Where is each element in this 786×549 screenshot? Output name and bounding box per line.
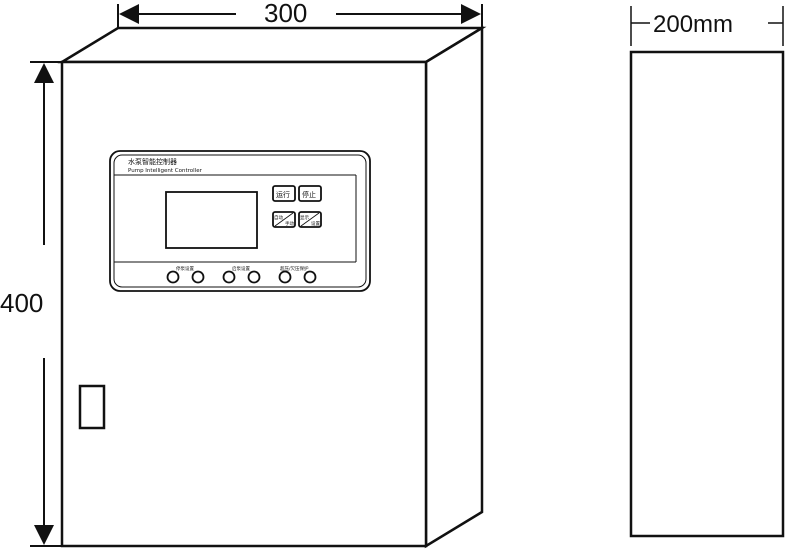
knob-group-label-protect: 超压/欠压保护 (280, 265, 309, 272)
panel-title-cn: 水泵智能控制器 (128, 157, 177, 166)
setting-label: 设置 (311, 220, 320, 227)
width-label: 300 (264, 0, 307, 28)
display-label: 显示 (300, 215, 309, 221)
start-setting-knob-2[interactable] (247, 270, 261, 284)
knob-group-label-start: 启泵设置 (232, 265, 250, 272)
cabinet (57, 25, 487, 549)
auto-manual-button[interactable]: 自动 手动 (272, 211, 296, 228)
depth-label: 200mm (653, 11, 733, 38)
height-dimension (30, 61, 62, 547)
door-handle[interactable] (78, 384, 106, 430)
display-setting-button[interactable]: 显示 设置 (298, 211, 322, 228)
auto-label: 自动 (274, 214, 283, 221)
width-dimension (117, 4, 483, 28)
side-view-box (629, 50, 785, 538)
panel-inner-frame (113, 154, 367, 288)
panel-title-en: Pump Intelligent Controller (128, 168, 203, 174)
stop-button[interactable]: 停止 (298, 185, 322, 202)
stop-setting-knob-1[interactable] (166, 270, 180, 284)
control-panel: 水泵智能控制器 Pump Intelligent Controller 运行 停… (109, 150, 371, 292)
protect-setting-knob-1[interactable] (278, 270, 292, 284)
stop-button-label: 停止 (302, 190, 316, 199)
manual-label: 手动 (285, 220, 294, 227)
lcd-screen (165, 191, 258, 249)
protect-setting-knob-2[interactable] (303, 270, 317, 284)
cabinet-top-face (57, 26, 487, 64)
run-button[interactable]: 运行 (272, 185, 296, 202)
run-button-label: 运行 (276, 190, 290, 199)
height-label: 400 (0, 288, 43, 318)
cabinet-front-face (60, 60, 428, 548)
start-setting-knob-1[interactable] (222, 270, 236, 284)
depth-dimension (630, 6, 784, 46)
knob-group-label-stop: 停泵设置 (176, 265, 194, 272)
stop-setting-knob-2[interactable] (191, 270, 205, 284)
cabinet-side-face (424, 25, 484, 549)
